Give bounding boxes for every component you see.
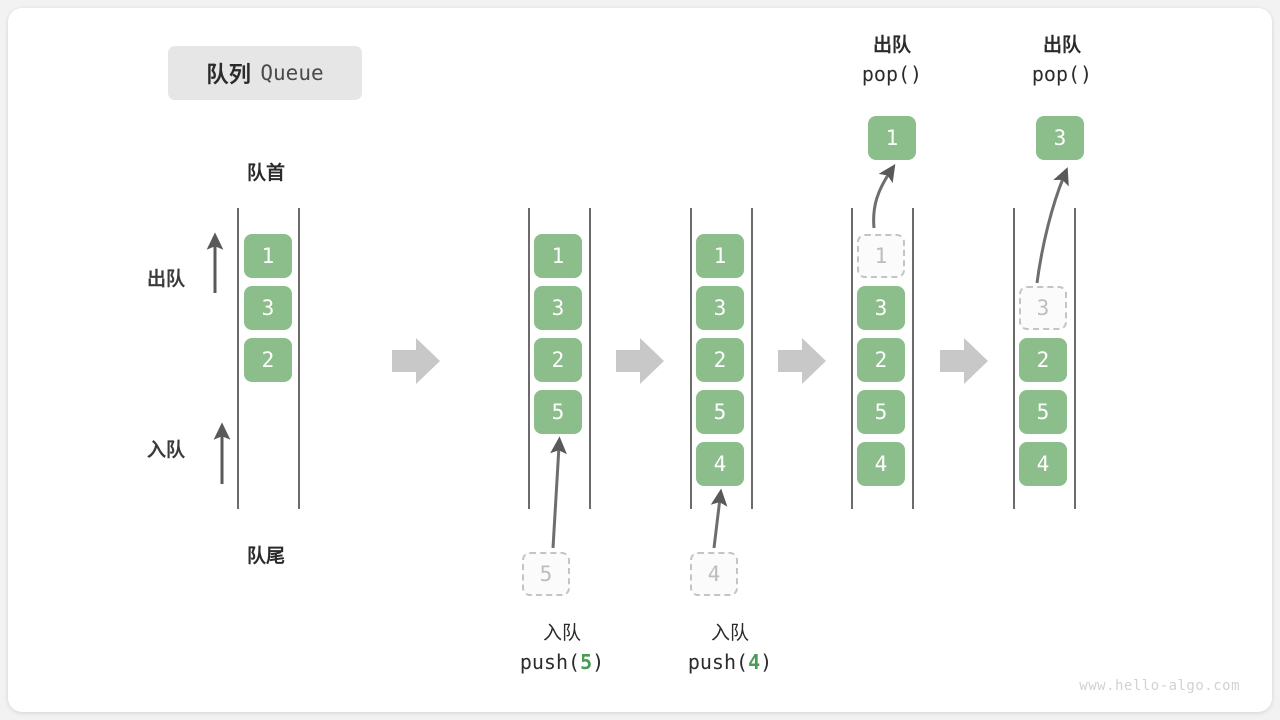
caption-push-5-cn: 入队 (542, 623, 581, 644)
caption-pop-1: 出队 pop() (812, 32, 972, 89)
cell-col5-4: 4 (1019, 442, 1067, 486)
incoming-ghost-col3: 4 (690, 552, 738, 596)
head-label: 队首 (246, 163, 285, 184)
watermark: www.hello-algo.com (1079, 678, 1240, 694)
cell-col3-2: 2 (696, 338, 744, 382)
cell-col5-1: 3 (1019, 286, 1067, 330)
title-badge: 队列 Queue (168, 46, 362, 100)
cell-col4-1: 3 (857, 286, 905, 330)
caption-pop-3: 出队 pop() (982, 32, 1142, 89)
rail-left-col4 (851, 208, 853, 509)
diagram-card (8, 8, 1272, 712)
caption-push-4: 入队 push(4) (630, 620, 830, 677)
cell-col1-0: 1 (244, 234, 292, 278)
cell-col3-1: 3 (696, 286, 744, 330)
title-chinese: 队列 (206, 62, 252, 87)
tail-label: 队尾 (246, 546, 285, 567)
rail-right-col1 (298, 208, 300, 509)
caption-push-4-code: push(4) (687, 649, 773, 674)
cell-col4-4: 4 (857, 442, 905, 486)
enqueue-side-label: 入队 (147, 435, 185, 462)
rail-right-col3 (751, 208, 753, 509)
cell-col3-3: 5 (696, 390, 744, 434)
rail-right-col5 (1074, 208, 1076, 509)
cell-col4-2: 2 (857, 338, 905, 382)
cell-col4-3: 5 (857, 390, 905, 434)
popped-cell-col4: 1 (868, 116, 916, 160)
rail-left-col5 (1013, 208, 1015, 509)
cell-col2-2: 2 (534, 338, 582, 382)
cell-col3-4: 4 (696, 442, 744, 486)
title-english: Queue (260, 61, 324, 85)
dequeue-label-text: 出队 (147, 269, 186, 290)
cell-col5-2: 2 (1019, 338, 1067, 382)
enqueue-label-text: 入队 (147, 440, 186, 461)
cell-col5-3: 5 (1019, 390, 1067, 434)
incoming-ghost-col2: 5 (522, 552, 570, 596)
cell-col1-1: 3 (244, 286, 292, 330)
caption-pop-3-cn: 出队 (1042, 35, 1081, 56)
rail-left-col3 (690, 208, 692, 509)
caption-push-4-cn: 入队 (710, 623, 749, 644)
caption-pop-1-code: pop() (861, 61, 923, 86)
cell-col1-2: 2 (244, 338, 292, 382)
rail-right-col4 (912, 208, 914, 509)
caption-pop-1-cn: 出队 (872, 35, 911, 56)
rail-left-col1 (237, 208, 239, 509)
cell-col3-0: 1 (696, 234, 744, 278)
popped-cell-col5: 3 (1036, 116, 1084, 160)
cell-col2-3: 5 (534, 390, 582, 434)
rail-left-col2 (528, 208, 530, 509)
caption-push-5-code: push(5) (519, 649, 605, 674)
cell-col2-0: 1 (534, 234, 582, 278)
caption-push-5: 入队 push(5) (462, 620, 662, 677)
cell-col2-1: 3 (534, 286, 582, 330)
cell-col4-0: 1 (857, 234, 905, 278)
rail-right-col2 (589, 208, 591, 509)
dequeue-side-label: 出队 (147, 264, 185, 291)
caption-pop-3-code: pop() (1031, 61, 1093, 86)
